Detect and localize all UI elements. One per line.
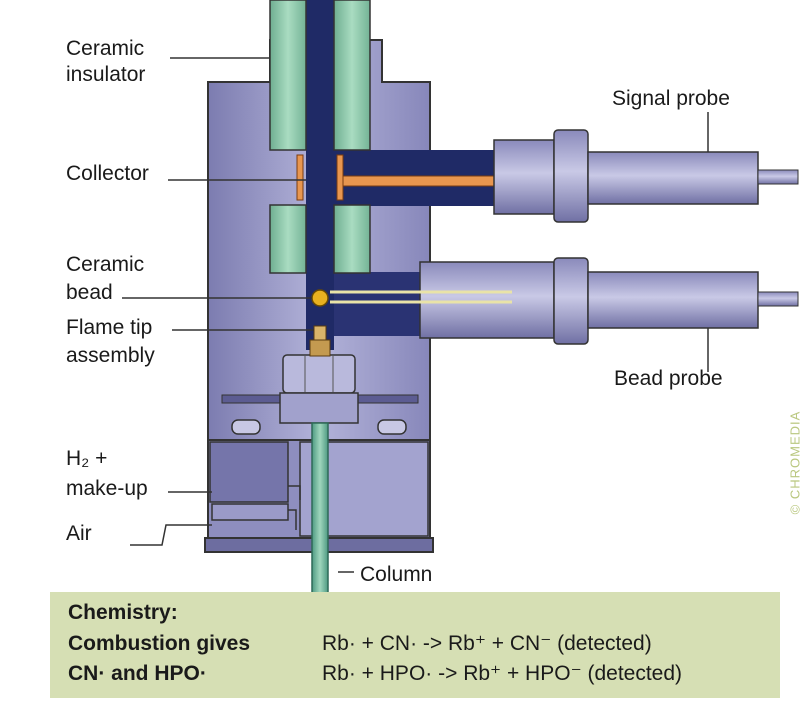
reaction-1: Rb· + CN· -> Rb⁺ + CN⁻ (detected) [322,632,652,655]
bead-probe [330,257,799,372]
signal-probe [493,112,799,223]
ceramic-insulator [269,0,371,274]
reaction-2: Rb· + HPO· -> Rb⁺ + HPO⁻ (detected) [322,662,683,685]
label-ceramic-insulator-1: Ceramic [66,37,145,60]
flame-tip [309,325,331,357]
label-bead-probe: Bead probe [614,367,723,390]
column [311,422,329,604]
ceramic-bead [311,289,329,307]
chemistry-line2-left: CN· and HPO· [68,662,207,685]
label-h2-makeup-2: make-up [66,477,148,500]
leader-lines [122,57,354,573]
chemistry-panel: Chemistry: Combustion gives CN· and HPO·… [50,592,780,698]
label-air: Air [66,522,92,545]
label-column: Column [360,563,433,586]
label-h2-makeup-1: H₂ + [66,447,108,470]
label-collector: Collector [66,162,149,185]
label-ceramic-bead-1: Ceramic [66,253,145,276]
label-flame-tip-2: assembly [66,344,155,367]
label-signal-probe: Signal probe [612,87,730,110]
chemistry-line1-left: Combustion gives [68,632,251,655]
watermark: © CHROMEDIA [787,410,800,515]
chemistry-heading: Chemistry: [68,601,178,624]
label-ceramic-insulator-2: insulator [66,63,146,86]
label-flame-tip-1: Flame tip [66,316,153,339]
label-ceramic-bead-2: bead [66,281,113,304]
bead-channel [334,272,424,336]
